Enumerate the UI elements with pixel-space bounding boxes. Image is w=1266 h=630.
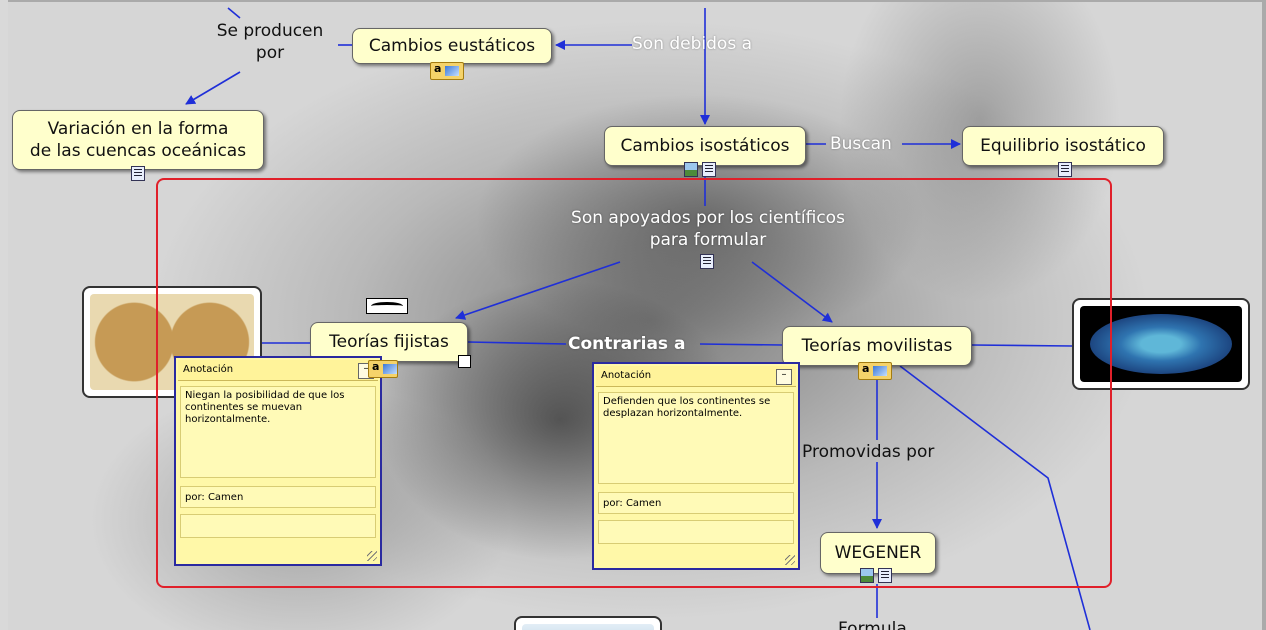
- annotation-icon[interactable]: [858, 362, 892, 380]
- concept-cambios-isostaticos[interactable]: Cambios isostáticos: [604, 126, 806, 166]
- line-apoyados-to-movilistas: [751, 261, 833, 323]
- world-map-image[interactable]: [82, 286, 262, 398]
- document-icon[interactable]: [1058, 162, 1072, 177]
- minimize-button[interactable]: –: [776, 369, 792, 385]
- pangea-map-image[interactable]: [1072, 298, 1250, 390]
- annotation-panel-movilistas[interactable]: Anotación – Defienden que los continente…: [592, 362, 800, 570]
- image-icon[interactable]: [684, 162, 698, 177]
- link-label-formula: Formula: [838, 619, 907, 630]
- annotation-title: Anotación: [183, 364, 234, 375]
- link-label-son-apoyados-line1: Son apoyados por los científicos: [571, 208, 845, 228]
- pangea-map-picture: [1080, 306, 1242, 382]
- annotation-header[interactable]: Anotación –: [178, 360, 378, 381]
- line-top-to-se-producen: [227, 7, 241, 19]
- annotation-extra-field[interactable]: [180, 514, 376, 538]
- world-map-picture: [90, 294, 254, 390]
- link-label-contrarias-a: Contrarias a: [568, 334, 686, 354]
- concept-variacion-line1: Variación en la forma: [47, 119, 229, 139]
- link-label-son-apoyados: Son apoyados por los científicos para fo…: [548, 207, 868, 251]
- annotation-icon[interactable]: [368, 360, 398, 378]
- image-icon[interactable]: [860, 568, 874, 583]
- concept-variacion-line2: de las cuencas oceánicas: [29, 141, 247, 161]
- concept-cambios-eustaticos[interactable]: Cambios eustáticos: [352, 28, 552, 64]
- bottom-image[interactable]: [514, 616, 662, 630]
- annotation-panel-fijistas[interactable]: Anotación – Niegan la posibilidad de que…: [174, 356, 382, 566]
- link-label-se-producen-line1: Se producen: [216, 21, 324, 41]
- annotation-icon[interactable]: [430, 62, 464, 80]
- resize-grip-icon[interactable]: [785, 555, 795, 565]
- resize-handle[interactable]: [366, 298, 408, 314]
- annotation-author: por: Camen: [598, 492, 794, 514]
- concept-teorias-movilistas[interactable]: Teorías movilistas: [782, 326, 972, 366]
- document-icon[interactable]: [700, 254, 714, 269]
- selection-rectangle: [156, 178, 1112, 588]
- line-movilistas-to-bottom: [899, 365, 1091, 630]
- line-se-producen-to-variacion: [185, 71, 241, 105]
- canvas-right-border: [1262, 0, 1266, 630]
- document-icon[interactable]: [702, 162, 716, 177]
- annotation-title: Anotación: [601, 370, 652, 381]
- document-icon[interactable]: [131, 166, 145, 181]
- annotation-text[interactable]: Defienden que los continentes se desplaz…: [598, 392, 794, 484]
- resize-grip-icon[interactable]: [367, 551, 377, 561]
- link-label-promovidas-por: Promovidas por: [802, 442, 935, 462]
- concept-equilibrio-isostatico[interactable]: Equilibrio isostático: [962, 126, 1164, 166]
- annotation-text[interactable]: Niegan la posibilidad de que los contine…: [180, 386, 376, 478]
- resize-corner-handle[interactable]: [458, 355, 471, 368]
- link-label-son-debidos-a: Son debidos a: [632, 34, 753, 54]
- line-fijistas-to-contrarias: [467, 341, 567, 345]
- link-label-se-producen: Se producen por: [208, 20, 332, 64]
- link-label-buscan: Buscan: [830, 134, 892, 154]
- bottom-picture: [522, 624, 654, 630]
- line-movilistas-to-pangea: [971, 344, 1073, 347]
- concept-wegener[interactable]: WEGENER: [820, 532, 936, 574]
- annotation-extra-field[interactable]: [598, 520, 794, 544]
- canvas-top-border: [0, 0, 1266, 2]
- annotation-author: por: Camen: [180, 486, 376, 508]
- line-contrarias-to-movilistas: [699, 343, 783, 346]
- annotation-header[interactable]: Anotación –: [596, 366, 796, 387]
- link-label-se-producen-line2: por: [255, 43, 285, 63]
- canvas-left-border: [0, 0, 8, 630]
- document-icon[interactable]: [878, 568, 892, 583]
- link-label-son-apoyados-line2: para formular: [649, 230, 767, 250]
- concept-variacion-cuencas[interactable]: Variación en la forma de las cuencas oce…: [12, 110, 264, 170]
- line-apoyados-to-fijistas: [455, 261, 621, 320]
- concept-teorias-fijistas[interactable]: Teorías fijistas: [310, 322, 468, 362]
